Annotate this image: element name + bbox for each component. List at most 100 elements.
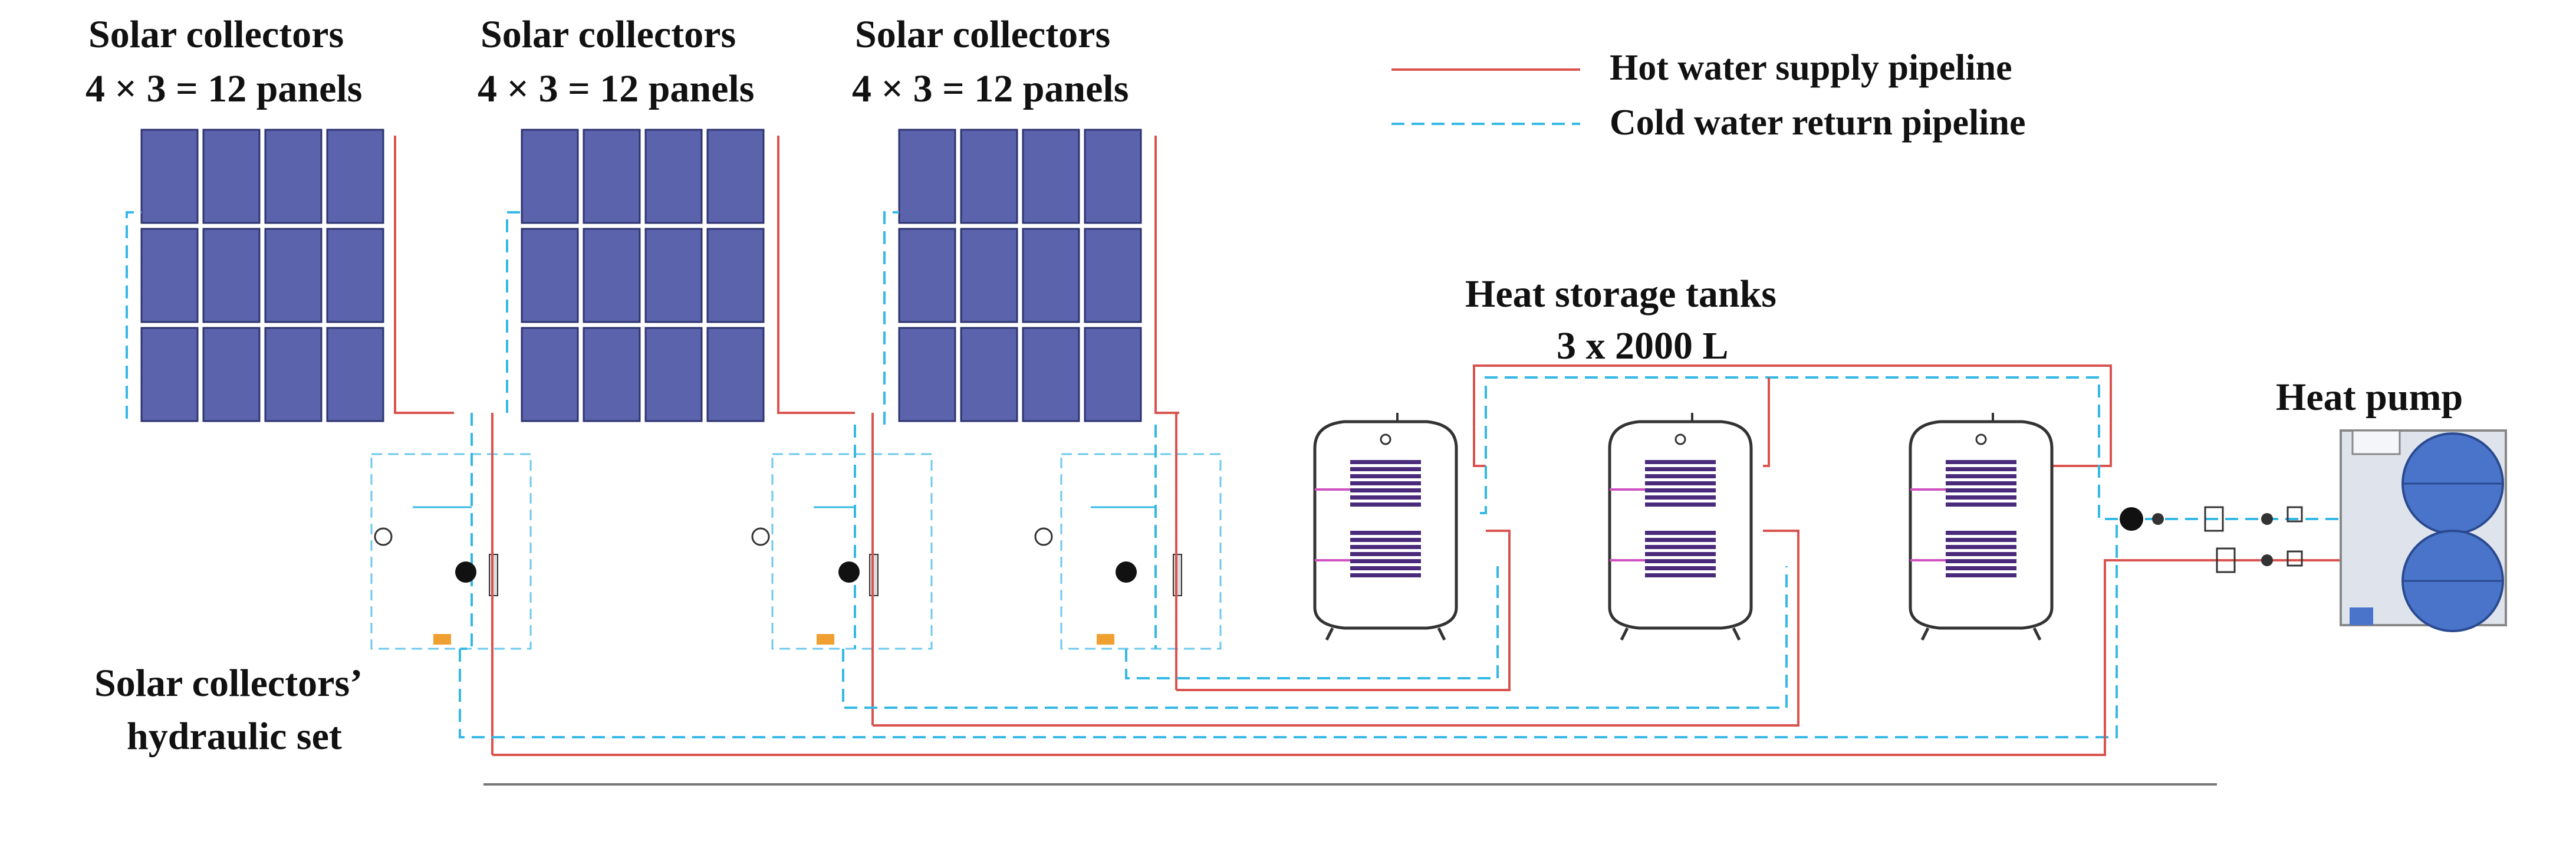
collector-3-title: Solar collectors [855, 13, 1110, 56]
heat-exchanger-coil [1350, 559, 1421, 563]
heat-pump-label: Heat pump [2276, 376, 2463, 419]
collector-1-title: Solar collectors [88, 13, 344, 56]
heat-exchanger-coil [1350, 545, 1421, 549]
heat-exchanger-coil [1645, 545, 1716, 549]
heat-exchanger-coil [1645, 538, 1716, 542]
collector-1-pipes [126, 136, 454, 419]
expansion-icon [2216, 547, 2236, 573]
solar-panel [706, 129, 765, 224]
heat-exchanger-coil [1645, 481, 1716, 485]
collector-1-count: 4 × 3 = 12 panels [85, 67, 362, 110]
heat-exchanger-coil [1350, 538, 1421, 542]
heat-exchanger-coil [1350, 495, 1421, 500]
heat-exchanger-coil [1946, 474, 2016, 478]
solar-panel [1084, 327, 1142, 422]
heat-exchanger-coil [1946, 467, 2016, 471]
heat-exchanger-coil [1645, 495, 1716, 500]
heat-exchanger-coil [1946, 502, 2016, 507]
storage-tank [1909, 413, 2054, 641]
solar-panel [521, 228, 579, 323]
solar-panel [898, 228, 956, 323]
collector-2-pipes [506, 136, 855, 414]
gauge-icon [1975, 433, 1987, 445]
collector-array [898, 129, 1142, 422]
heat-pump-fittings [2120, 506, 2303, 573]
tank-leg [1437, 627, 1446, 641]
heat-pump-unit [2340, 429, 2507, 632]
heat-exchanger-coil [1350, 552, 1421, 556]
heat-exchanger-coil [1645, 566, 1716, 570]
gauge-icon [1380, 433, 1391, 445]
valve-icon [817, 634, 834, 645]
solar-panel [140, 129, 199, 224]
solar-panel [644, 129, 703, 224]
tank-leg [1920, 627, 1930, 641]
pump-icon [2120, 507, 2143, 531]
sensor-icon [2287, 506, 2303, 523]
gauge-icon [1674, 433, 1686, 445]
heat-exchanger-coil [1645, 531, 1716, 535]
hydraulic-set-line1: Solar collectors’ [94, 662, 363, 705]
tanks-capacity: 3 x 2000 L [1557, 324, 1729, 367]
solar-panel [326, 228, 384, 323]
tank-leg [1732, 627, 1741, 641]
heat-exchanger-coil [1645, 467, 1716, 471]
valve-icon [433, 634, 451, 645]
heat-exchanger-coil [1350, 474, 1421, 478]
solar-panel [960, 327, 1018, 422]
valve-icon [2261, 513, 2273, 525]
solar-panel [960, 228, 1018, 323]
gauge-icon [1034, 527, 1053, 546]
solar-panel [264, 327, 323, 422]
heat-exchanger-coil [1350, 467, 1421, 471]
solar-panel [583, 129, 641, 224]
solar-panel [898, 129, 956, 224]
heat-exchanger-coil [1350, 481, 1421, 485]
tanks-title: Heat storage tanks [1465, 272, 1776, 316]
heat-exchanger-coil [1645, 573, 1716, 577]
solar-panel [264, 129, 323, 224]
solar-panel [264, 228, 323, 323]
valve-icon [1097, 634, 1114, 645]
hydraulic-set-3-frame [1060, 453, 1222, 650]
solar-panel [706, 327, 765, 422]
solar-panel [1022, 228, 1080, 323]
gauge-icon [751, 527, 770, 546]
solar-panel [202, 327, 261, 422]
collector-array [140, 129, 384, 422]
solar-panel [644, 228, 703, 323]
solar-panel [521, 129, 579, 224]
heat-exchanger-coil [1946, 488, 2016, 492]
heat-exchanger-coil [1946, 566, 2016, 570]
sensor-icon [2287, 550, 2303, 567]
solar-panel [1084, 228, 1142, 323]
solar-panel [326, 327, 384, 422]
hydraulic-set-3 [1034, 413, 1182, 690]
collector-2-count: 4 × 3 = 12 panels [478, 67, 754, 110]
heat-exchanger-coil [1946, 495, 2016, 500]
solar-panel [1022, 129, 1080, 224]
valve-icon [2152, 513, 2164, 525]
solar-panel [1084, 129, 1142, 224]
solar-panel [1022, 327, 1080, 422]
solar-panel [521, 327, 579, 422]
solar-panel [898, 327, 956, 422]
hydraulic-set-2-frame [771, 453, 933, 650]
solar-panel [140, 228, 199, 323]
collector-array [521, 129, 765, 422]
tank-body [1313, 420, 1458, 630]
heat-exchanger-coil [1946, 559, 2016, 563]
heat-exchanger-coil [1946, 545, 2016, 549]
heat-exchanger-coil [1946, 552, 2016, 556]
storage-tank [1608, 413, 1753, 641]
heat-exchanger-coil [1946, 531, 2016, 535]
heat-exchanger-coil [1946, 481, 2016, 485]
hydraulic-set-line2: hydraulic set [127, 715, 342, 758]
heat-exchanger-coil [1946, 460, 2016, 464]
collector-2-title: Solar collectors [481, 13, 736, 56]
solar-panel [202, 228, 261, 323]
legend-hot-label: Hot water supply pipeline [1610, 48, 2012, 88]
solar-panel [583, 228, 641, 323]
filter-icon [2204, 506, 2224, 532]
heat-exchanger-coil [1645, 474, 1716, 478]
